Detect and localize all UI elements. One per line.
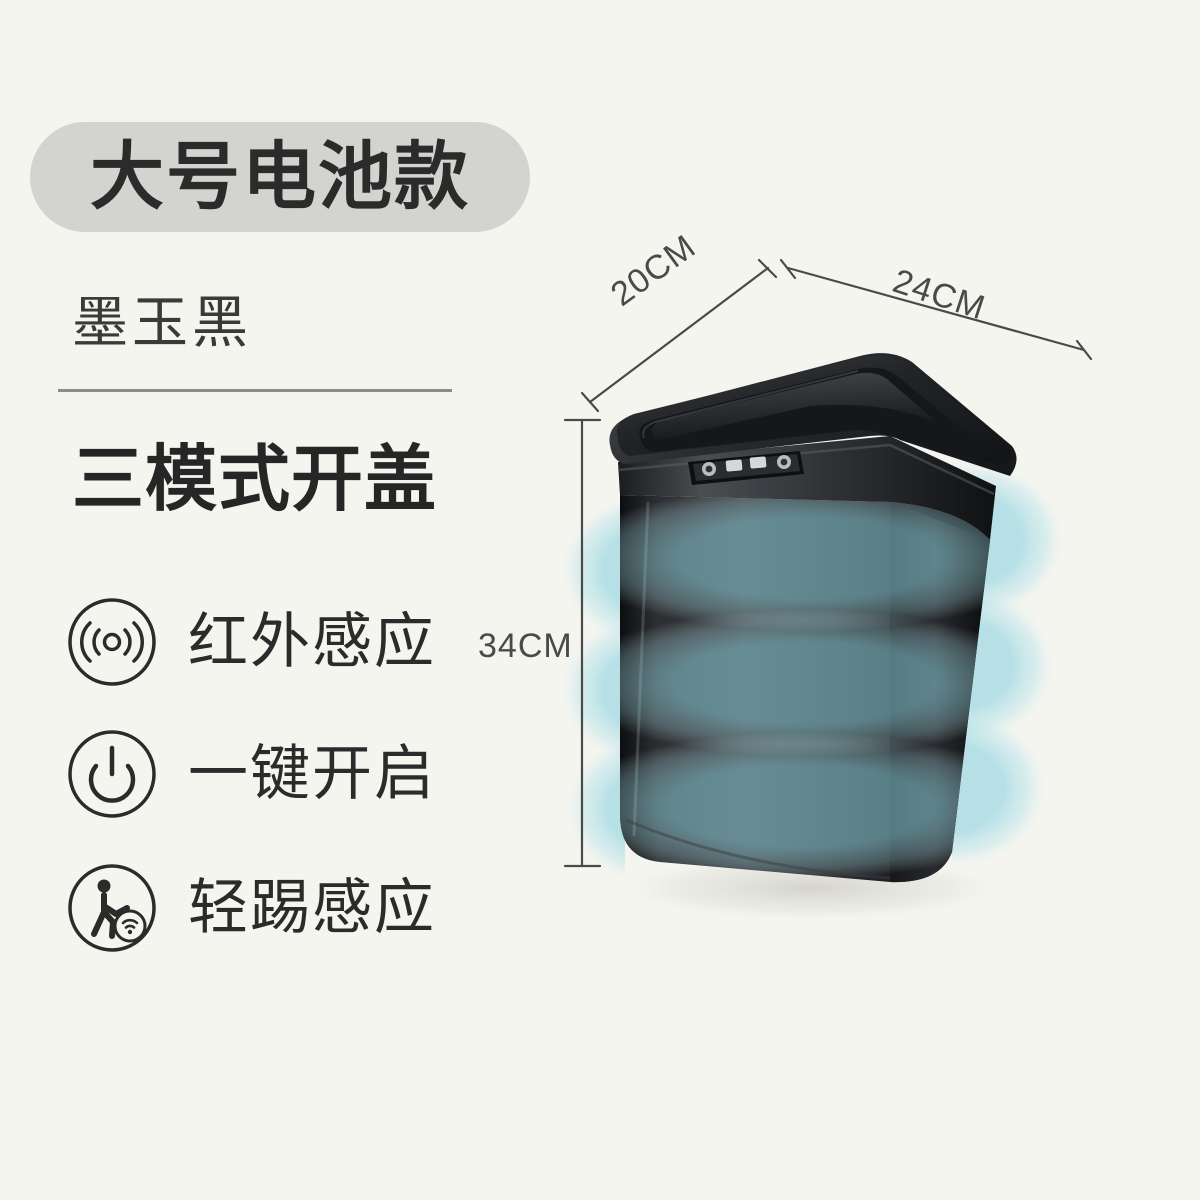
feature-row-kick: 轻踢感应 — [66, 862, 436, 954]
infrared-wave-icon — [66, 596, 158, 688]
power-button-icon — [66, 728, 158, 820]
feature-row-power: 一键开启 — [66, 728, 436, 820]
dimension-lines — [563, 258, 1093, 868]
trash-can-lid — [609, 353, 1017, 476]
feature-label-power: 一键开启 — [188, 739, 436, 809]
title-badge: 大号电池款 — [30, 122, 530, 232]
sensor-wave-group-back — [560, 460, 1065, 881]
kick-sensor-icon — [66, 862, 158, 954]
title-badge-label: 大号电池款 — [90, 134, 470, 220]
headline-label: 三模式开盖 — [72, 437, 438, 521]
feature-row-infrared: 红外感应 — [66, 596, 436, 688]
sensor-wave-group-front — [620, 495, 990, 880]
product-illustration — [560, 240, 1160, 1030]
color-variant-label: 墨玉黑 — [72, 291, 252, 356]
dimension-line-depth — [588, 266, 770, 404]
dimension-label-height: 34CM — [478, 627, 573, 665]
section-divider — [58, 389, 452, 392]
sensor-strip — [688, 451, 804, 485]
feature-label-infrared: 红外感应 — [188, 607, 436, 677]
feature-label-kick: 轻踢感应 — [188, 873, 436, 943]
dimension-line-width — [786, 266, 1086, 352]
